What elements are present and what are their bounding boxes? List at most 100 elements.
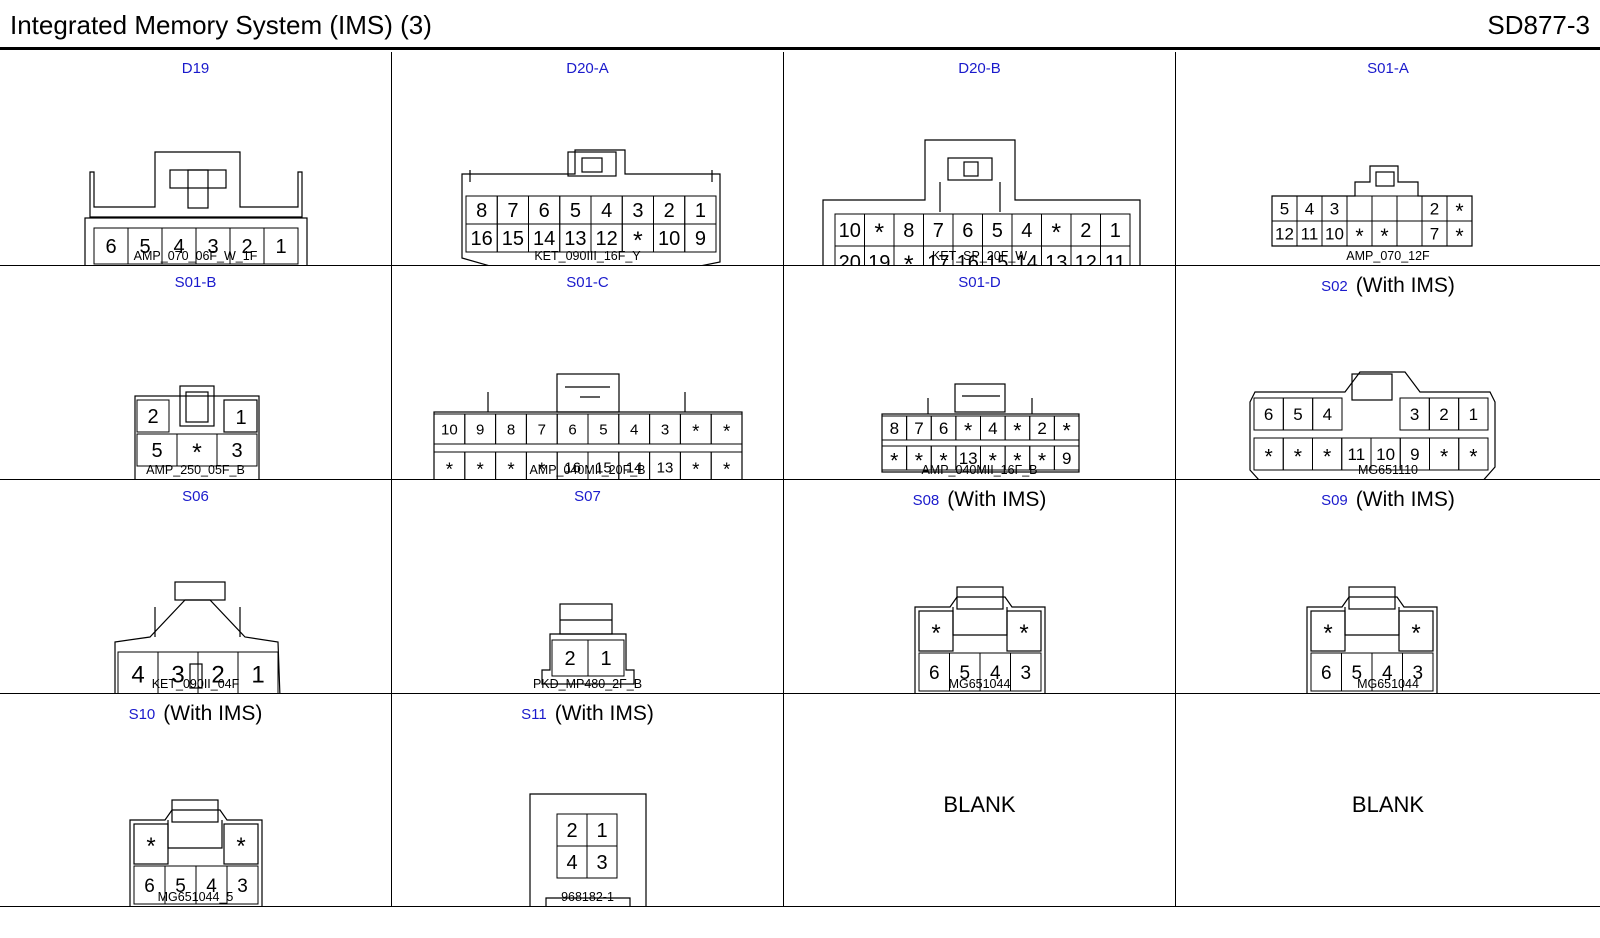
connector-outline — [461, 149, 721, 265]
connector-outline — [469, 170, 713, 182]
pin-number: 12 — [1075, 252, 1097, 266]
pin-number: 4 — [566, 852, 577, 874]
pin-number: 4 — [601, 200, 612, 222]
pin-number: 6 — [144, 876, 155, 897]
connector-outline — [487, 392, 686, 412]
connector-heading: S02(With IMS) — [1176, 274, 1600, 298]
pin-number: 8 — [890, 419, 899, 438]
pin-number: 1 — [1110, 220, 1121, 242]
pin-number: 9 — [695, 228, 706, 250]
connector-part-number: KET_SP_20F_W — [931, 249, 1028, 263]
connector-outline — [954, 383, 1006, 413]
connector-part-number: MG651110 — [1358, 463, 1418, 477]
connector-outline — [187, 169, 209, 209]
pin-number: 3 — [207, 236, 218, 258]
pin-number: * — [1380, 224, 1388, 248]
pin-number: 16 — [957, 252, 979, 266]
pin-number: 10 — [839, 220, 861, 242]
pin-number: * — [236, 833, 245, 860]
pin-number: * — [723, 458, 730, 479]
connector-id: S09 — [1321, 491, 1348, 509]
connector-heading: S01-A — [1176, 60, 1600, 78]
connector-id: S01-D — [958, 274, 1001, 292]
connector-outline — [167, 820, 223, 849]
connector-part-number: 968182-1 — [561, 890, 614, 904]
pin-number: 3 — [661, 421, 669, 438]
connector-outline — [1375, 171, 1395, 187]
pin-number: * — [446, 458, 453, 479]
connector-note: (With IMS) — [1355, 274, 1455, 297]
pin-cell — [1100, 245, 1131, 265]
connector-id: S01-B — [174, 274, 217, 292]
pin-number: 10 — [658, 228, 680, 250]
connector-id: D20-B — [958, 60, 1001, 78]
pin-number: 14 — [626, 459, 643, 476]
latch — [189, 663, 203, 689]
pin-number: 5 — [1293, 405, 1302, 424]
pin-number: 8 — [903, 220, 914, 242]
pin-number: 12 — [1275, 225, 1294, 244]
connector-outline — [559, 603, 613, 635]
connector-outline — [1351, 373, 1393, 401]
pin-number: 8 — [507, 421, 515, 438]
pin-number: 15 — [986, 252, 1008, 266]
pin-number: 6 — [939, 419, 948, 438]
pin-number: * — [1455, 224, 1463, 248]
pin-number: 5 — [139, 236, 150, 258]
connector-outline — [529, 793, 647, 906]
pin-number: 2 — [211, 662, 224, 689]
pin-number: 10 — [1376, 445, 1395, 464]
connector-note: (With IMS) — [554, 702, 654, 725]
pin-number: 10 — [1325, 225, 1344, 244]
connector-heading: S07 — [392, 488, 783, 506]
pin-number: 1 — [600, 648, 611, 670]
connector-heading: S11(With IMS) — [392, 702, 783, 726]
pin-number: 12 — [596, 228, 618, 250]
pin-number: 1 — [1469, 405, 1478, 424]
connector-outline — [174, 581, 226, 601]
connector-outline — [956, 586, 1004, 610]
connector-id: S06 — [182, 488, 209, 506]
pin-number: 4 — [988, 419, 997, 438]
pin-number: 4 — [990, 663, 1001, 684]
connector-part-number: MG651044 — [948, 677, 1011, 691]
connector-heading: D20-A — [392, 60, 783, 78]
pin-cell — [1396, 220, 1423, 247]
pin-number: 6 — [568, 421, 576, 438]
pin-cell — [586, 845, 618, 879]
pin-number: * — [890, 448, 898, 472]
pin-number: * — [915, 448, 923, 472]
blank-label: BLANK — [943, 792, 1016, 817]
pin-number: 3 — [1020, 663, 1031, 684]
pin-number: 6 — [1264, 405, 1273, 424]
pin-number: 19 — [868, 252, 890, 266]
connector-outline — [89, 151, 303, 218]
pin-number: 3 — [1410, 405, 1419, 424]
pin-number: 6 — [929, 663, 940, 684]
pin-number: 4 — [173, 236, 184, 258]
pin-number: * — [1440, 444, 1448, 468]
pin-number: 7 — [507, 200, 518, 222]
pin-number: * — [874, 219, 884, 247]
connector-heading: S08(With IMS) — [784, 488, 1175, 512]
pin-cell — [710, 451, 743, 479]
connector-note: (With IMS) — [163, 702, 263, 725]
pin-number: * — [1013, 448, 1021, 472]
pin-cell — [1310, 610, 1346, 652]
connector-heading: S09(With IMS) — [1176, 488, 1600, 512]
pin-cell — [1458, 437, 1489, 471]
pin-number: 9 — [1062, 449, 1071, 468]
pin-number: 9 — [476, 421, 484, 438]
pin-cell — [216, 433, 258, 467]
